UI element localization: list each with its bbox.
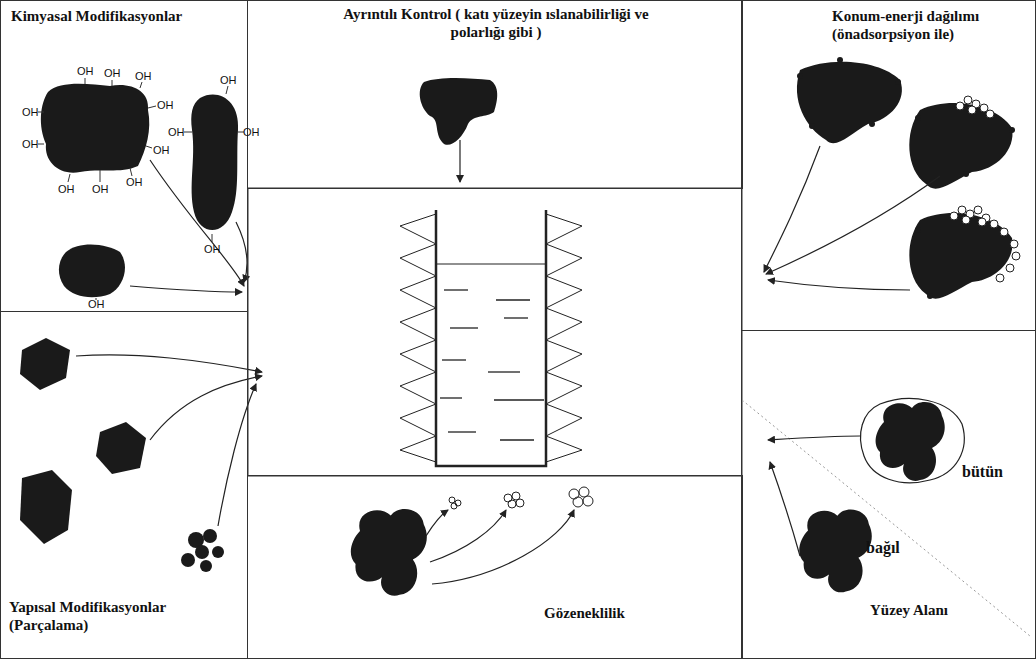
chemical-panel: Kimyasal Modifikasyonlar [0, 0, 248, 312]
hydroxyl-label: OH [168, 126, 185, 138]
whole-particle [876, 402, 945, 481]
hydroxyl-label: OH [88, 298, 105, 310]
distribution-arrows [764, 146, 940, 290]
oh-bonds [38, 78, 244, 300]
hydroxyl-label: OH [92, 183, 109, 195]
panel-heading: Kimyasal Modifikasyonlar [11, 7, 241, 25]
hydroxyl-label: OH [22, 138, 39, 150]
porosity-panel: Gözeneklilik [247, 475, 743, 659]
control-panel: Ayrıntılı Kontrol ( katı yüzeyin ıslanab… [247, 0, 743, 189]
hydroxyl-label: OH [126, 176, 143, 188]
beaker-panel [248, 188, 742, 476]
hydroxyl-label: OH [243, 126, 260, 138]
hydroxyl-label: OH [135, 70, 152, 82]
surface-arrows [768, 436, 860, 556]
chemical-arrows [130, 160, 247, 292]
fragments [20, 338, 224, 572]
hydroxyl-label: OH [157, 99, 174, 111]
panel-heading: Ayrıntılı Kontrol ( katı yüzeyin ıslanab… [328, 5, 664, 41]
hydroxyl-label: OH [220, 74, 237, 86]
control-particle [420, 78, 498, 182]
hydroxyl-label: OH [153, 144, 170, 156]
hydroxyl-label: OH [22, 106, 39, 118]
beaker [400, 210, 582, 466]
structural-panel: Yapısal Modifikasyonlar (Parçalama) [0, 311, 248, 659]
porous-particle [351, 509, 427, 596]
hydroxyl-label: OH [58, 183, 75, 195]
surface-area-panel: bütün bağılYüzey Alanı [741, 330, 1036, 659]
chemical-particles [41, 84, 238, 298]
structural-arrows [76, 355, 262, 526]
hydroxyl-label: OH [104, 67, 121, 79]
porosity-arrows [426, 510, 574, 584]
relative-particle [799, 509, 872, 592]
panel-heading: Konum-enerji dağılımı (önadsorpsiyon ile… [832, 7, 1032, 43]
preadsorbed-particles [797, 57, 1020, 299]
scan-line [742, 400, 1030, 636]
hydroxyl-label: OH [204, 243, 221, 255]
panel-heading: Yüzey Alanı [870, 601, 1020, 619]
panel-heading: Yapısal Modifikasyonlar (Parçalama) [9, 598, 245, 634]
panel-label: bütün [962, 463, 1032, 481]
hydroxyl-label: OH [77, 65, 94, 77]
pore-bubbles [449, 487, 593, 509]
distribution-panel: Konum-enerji dağılımı (önadsorpsiyon ile… [741, 0, 1036, 331]
whole-envelope [861, 398, 965, 482]
panel-label: bağıl [866, 539, 936, 557]
panel-heading: Gözeneklilik [544, 604, 694, 622]
